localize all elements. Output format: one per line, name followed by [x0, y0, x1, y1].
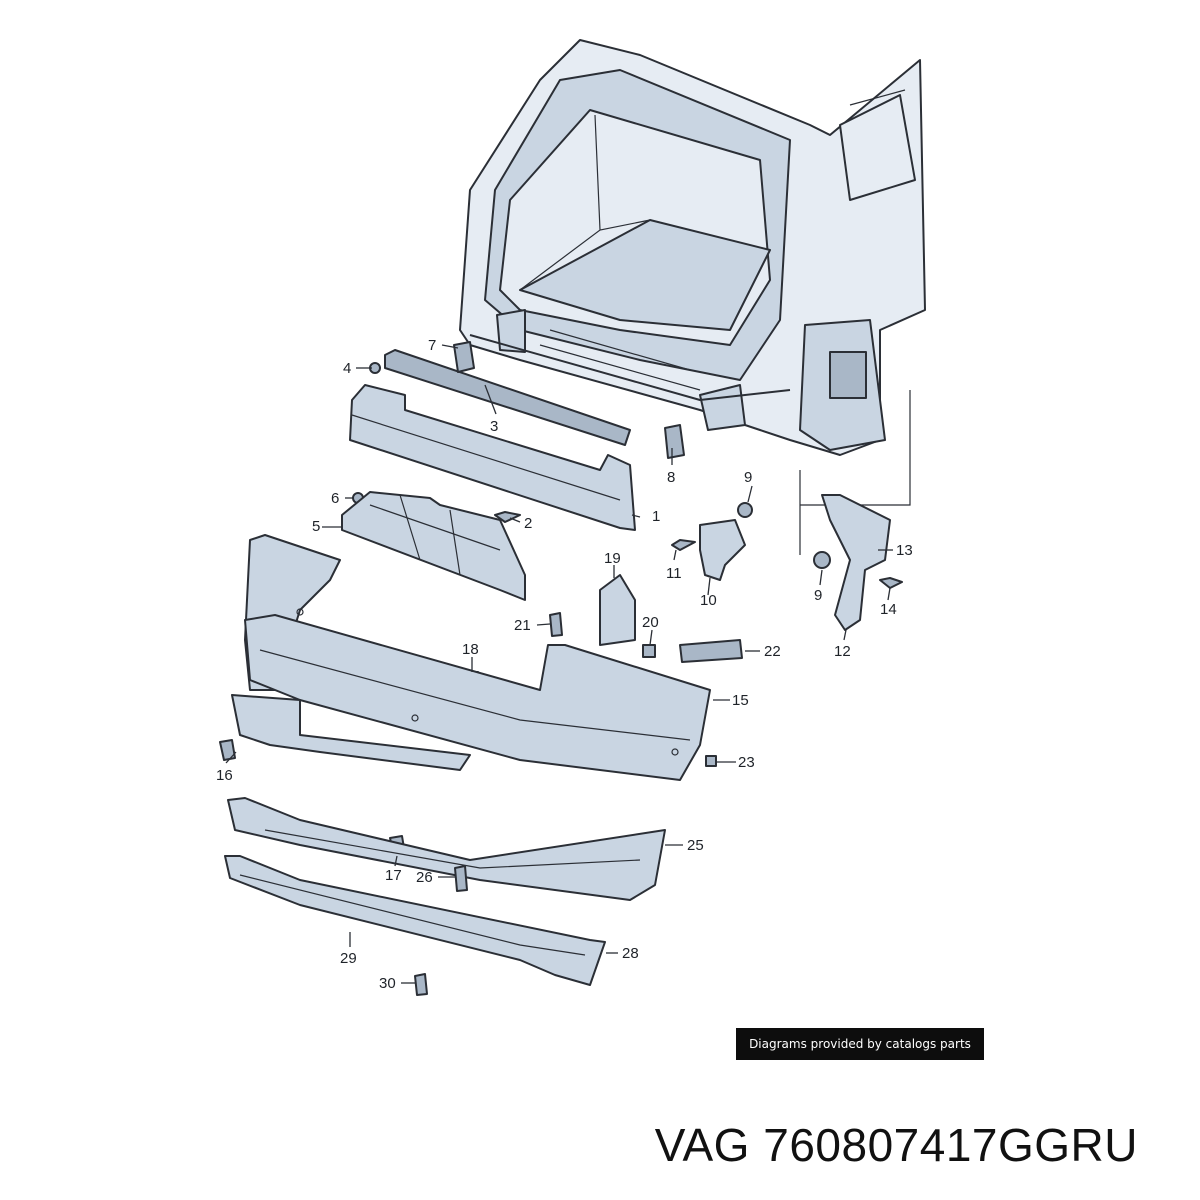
part-23-plug — [705, 755, 717, 767]
callout-28: 28 — [622, 945, 639, 962]
part-15-bumper-cover — [244, 534, 711, 781]
part-2-bolt — [494, 511, 521, 523]
callout-13: 13 — [896, 542, 913, 559]
callout-2: 2 — [524, 515, 532, 532]
callout-14: 14 — [880, 601, 897, 618]
callout-20: 20 — [642, 614, 659, 631]
callout-4: 4 — [343, 360, 351, 377]
part-16-clip — [219, 739, 236, 761]
callout-21: 21 — [514, 617, 531, 634]
callout-15: 15 — [732, 692, 749, 709]
callout-10: 10 — [700, 592, 717, 609]
callout-labels: 7 4 3 8 6 2 5 1 9 10 11 19 20 21 18 22 1… — [216, 337, 913, 992]
callout-22: 22 — [764, 643, 781, 660]
part-9-clip-upper — [737, 502, 753, 518]
part-21-screw — [549, 612, 563, 637]
callout-25: 25 — [687, 837, 704, 854]
part-9-clip-lower — [813, 551, 831, 569]
callout-29: 29 — [340, 950, 357, 967]
callout-11: 11 — [666, 565, 682, 582]
callout-3: 3 — [490, 418, 498, 435]
part-11-screw — [671, 539, 696, 551]
callout-9-upper: 9 — [744, 469, 752, 486]
callout-30: 30 — [379, 975, 396, 992]
part-5-energy-absorber — [341, 491, 526, 601]
callout-23: 23 — [738, 754, 755, 771]
part-8-cap — [664, 424, 685, 459]
part-28-lower-trim — [224, 855, 606, 986]
credit-banner: Diagrams provided by catalogs parts — [736, 1028, 984, 1060]
callout-8: 8 — [667, 469, 675, 486]
part-22-reflector — [679, 639, 743, 663]
part-25-diffuser — [227, 797, 666, 901]
vehicle-rear-body — [459, 39, 926, 555]
callout-6: 6 — [331, 490, 339, 507]
part-19-bracket — [599, 574, 636, 646]
part-3-reinforcement-strip — [384, 349, 631, 446]
callout-16: 16 — [216, 767, 233, 784]
part-20-clip — [642, 644, 656, 658]
credit-text: Diagrams provided by catalogs parts — [749, 1037, 971, 1051]
callout-19: 19 — [604, 550, 621, 567]
callout-26: 26 — [416, 869, 433, 886]
part-1-impact-beam — [349, 384, 636, 531]
part-12-side-bracket — [821, 494, 891, 631]
part-26-screw — [454, 865, 468, 892]
leader-lines — [225, 344, 893, 984]
part-14-screw — [879, 577, 903, 589]
callout-7: 7 — [428, 337, 436, 354]
part-7-cap — [453, 341, 475, 373]
part-30-screw — [414, 973, 428, 996]
lower-carrier — [231, 694, 471, 771]
callout-17: 17 — [385, 867, 402, 884]
callout-18: 18 — [462, 641, 479, 658]
part-10-guide-bracket — [699, 519, 746, 581]
part-number-label: VAG 760807417GGRU — [654, 1119, 1138, 1171]
callout-12: 12 — [834, 643, 851, 660]
callout-1: 1 — [652, 508, 660, 525]
callout-5: 5 — [312, 518, 320, 535]
callout-9-lower: 9 — [814, 587, 822, 604]
